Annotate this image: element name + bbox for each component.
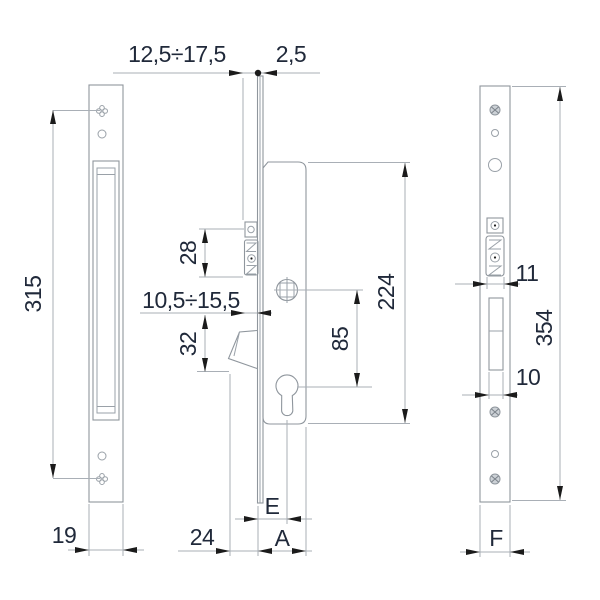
right-plate-outline	[479, 85, 511, 503]
screw-head-icon	[489, 104, 501, 116]
dim-315: 315	[20, 110, 100, 479]
faceplate-side	[256, 75, 264, 504]
hook-slot	[488, 297, 504, 371]
dim-label-adjust-top: 12,5÷17,5	[128, 41, 226, 67]
pin-hole	[491, 450, 499, 458]
dim-28: 28	[175, 228, 244, 278]
middle-view: 12,5÷17,5 2,5 28 10,5÷15,5 32	[113, 41, 410, 556]
dim-354: 354	[512, 86, 566, 501]
dim-label-F: F	[489, 525, 503, 551]
dim-32: 32	[175, 315, 229, 372]
dim-label-11: 11	[516, 260, 539, 286]
dim-label-10: 10	[516, 364, 541, 390]
screw-head-icon	[96, 473, 108, 486]
dim-bottom-group: E 24 A	[178, 374, 312, 556]
dim-label-224: 224	[373, 273, 399, 311]
hook-bolt	[227, 329, 258, 370]
dim-11: 11	[455, 260, 539, 289]
latch-front	[485, 217, 505, 277]
pin-hole	[97, 451, 107, 461]
dim-label-85: 85	[327, 327, 353, 352]
dim-label-E: E	[265, 493, 280, 519]
left-plate-outline	[88, 84, 124, 503]
dim-label-19: 19	[52, 522, 77, 548]
dim-label-24: 24	[190, 524, 215, 550]
dim-10: 10	[462, 364, 541, 399]
latch-block	[243, 221, 259, 276]
fixing-hole	[488, 158, 502, 172]
dim-F: F	[460, 505, 530, 557]
euro-cylinder-hole	[275, 374, 299, 417]
screw-head-icon	[96, 105, 108, 117]
dim-label-2-5: 2,5	[276, 41, 306, 67]
dim-label-32: 32	[175, 332, 201, 357]
dim-label-315: 315	[20, 276, 46, 313]
right-view: 11 10	[455, 85, 566, 557]
dim-label-A: A	[275, 525, 291, 551]
dim-label-354: 354	[531, 309, 557, 347]
dim-label-adjust-mid: 10,5÷15,5	[142, 287, 240, 313]
rod-channel	[92, 160, 120, 421]
lock-case	[262, 161, 307, 425]
pin-hole	[491, 129, 499, 137]
dim-224: 224	[308, 162, 410, 424]
dim-19: 19	[52, 504, 144, 556]
dim-mid-range: 10,5÷15,5	[140, 287, 272, 316]
screw-head-icon	[489, 473, 501, 485]
dim-85: 85	[274, 289, 372, 388]
dim-top-range: 12,5÷17,5 2,5	[113, 41, 320, 220]
pin-hole	[97, 129, 107, 139]
dim-label-28: 28	[175, 241, 201, 266]
left-view: 315 19	[20, 84, 144, 556]
screw-head-icon	[489, 406, 501, 418]
